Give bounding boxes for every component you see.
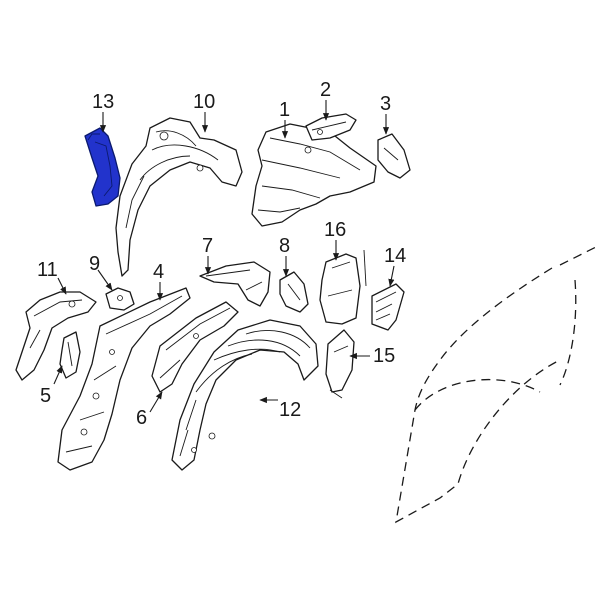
- callout-16[interactable]: 16: [324, 219, 346, 241]
- callout-2[interactable]: 2: [320, 79, 331, 101]
- callout-3[interactable]: 3: [380, 93, 391, 115]
- callout-leaders: [53, 100, 395, 413]
- part-2[interactable]: [305, 113, 357, 141]
- part-14[interactable]: [371, 283, 405, 331]
- part-12[interactable]: [171, 319, 319, 471]
- callout-15[interactable]: 15: [373, 345, 395, 367]
- callout-6[interactable]: 6: [136, 407, 147, 429]
- part-13-shape: [84, 127, 121, 207]
- callout-4[interactable]: 4: [153, 261, 164, 283]
- part-4[interactable]: [57, 287, 191, 471]
- part-5[interactable]: [59, 331, 81, 379]
- part-10[interactable]: [115, 117, 243, 277]
- callout-13[interactable]: 13: [92, 91, 114, 113]
- callout-1[interactable]: 1: [279, 99, 290, 121]
- part-13-highlighted[interactable]: [84, 127, 121, 207]
- callout-11[interactable]: 11: [37, 259, 58, 281]
- callout-5[interactable]: 5: [40, 385, 51, 407]
- vehicle-body-outline: [395, 244, 600, 524]
- part-15[interactable]: [325, 329, 355, 399]
- callout-9[interactable]: 9: [89, 253, 100, 275]
- part-7[interactable]: [199, 261, 271, 307]
- part-16[interactable]: [319, 249, 367, 325]
- part-11[interactable]: [15, 291, 97, 381]
- callout-labels: 13 10 1 2 3 11 9 4 7 8 16 14 15 12 6 5: [37, 79, 406, 429]
- callout-12[interactable]: 12: [279, 399, 301, 421]
- callout-10[interactable]: 10: [193, 91, 215, 113]
- part-6[interactable]: [151, 301, 239, 393]
- part-9[interactable]: [105, 287, 135, 311]
- part-1[interactable]: [251, 123, 377, 227]
- part-8[interactable]: [279, 271, 309, 313]
- part-3[interactable]: [377, 133, 411, 179]
- callout-7[interactable]: 7: [202, 235, 213, 257]
- callout-8[interactable]: 8: [279, 235, 290, 257]
- callout-14[interactable]: 14: [384, 245, 406, 267]
